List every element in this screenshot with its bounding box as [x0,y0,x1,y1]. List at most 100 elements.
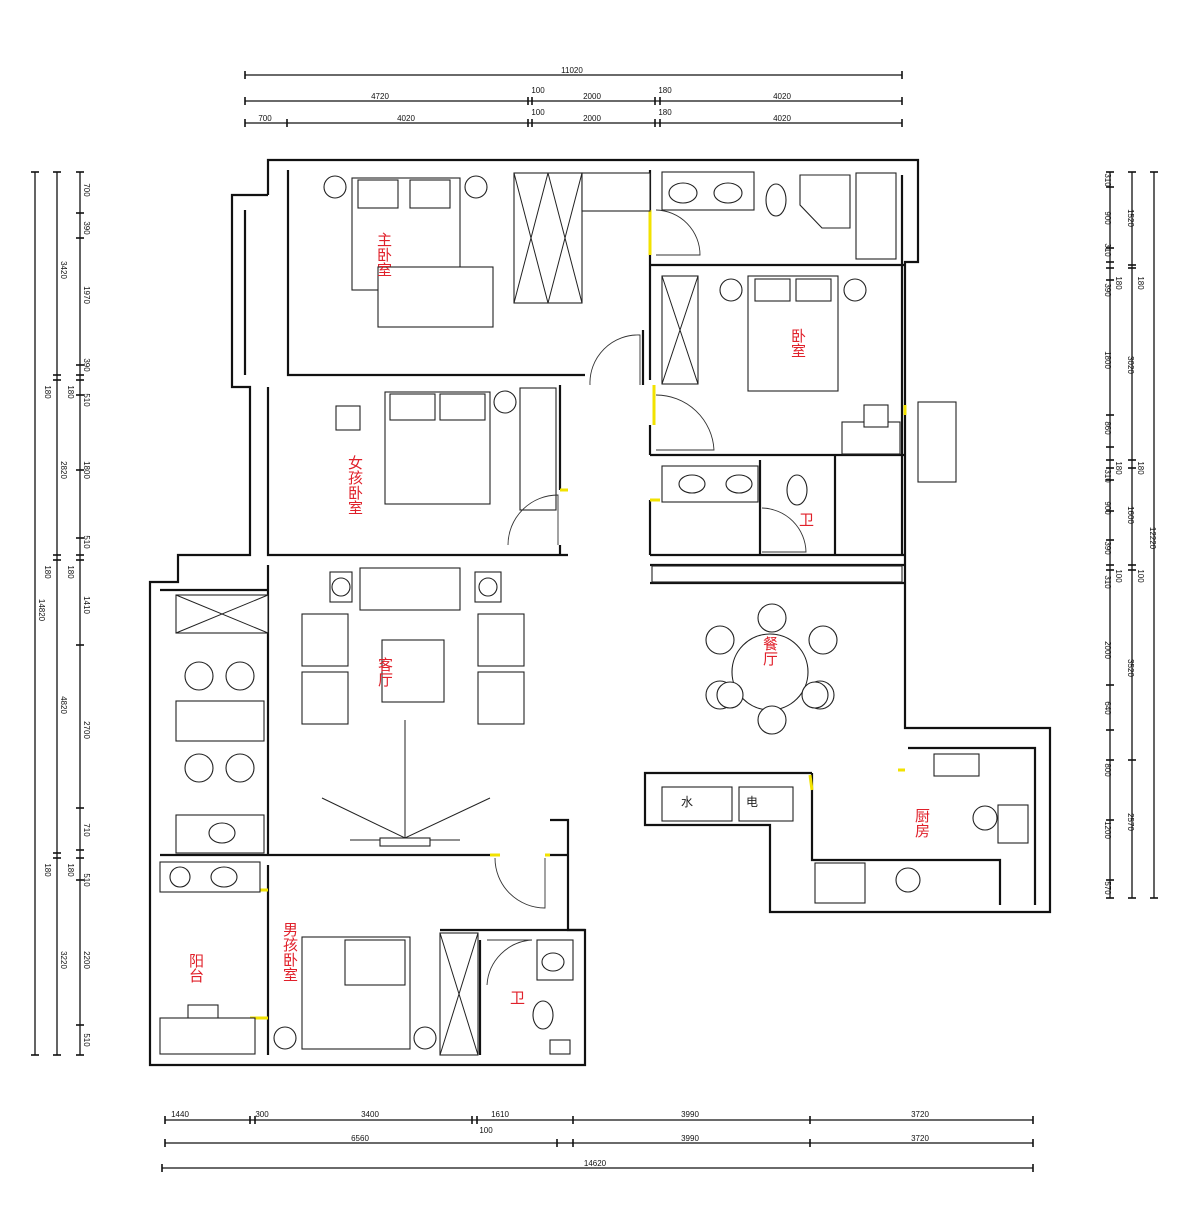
nightstand-lamp [273,1026,297,1050]
shower [799,174,851,229]
room-label-kitchen: 厨房 [913,808,931,838]
nightstand-lamp [323,175,347,199]
door-swing [761,507,807,553]
dimension-label-right: 100 [1114,569,1123,583]
wardrobe-cross [513,172,583,304]
pillow [357,179,399,209]
stool [184,661,214,691]
dimension-label-top: 2000 [583,114,601,123]
toilet [532,1000,554,1030]
dimension-label-left: 3220 [59,951,68,969]
lamp [331,577,351,597]
room-label-bathroom-2: 卫 [508,990,526,1005]
dimension-label-bottom: 6560 [351,1134,369,1143]
dimension-label-bottom: 1610 [491,1110,509,1119]
wardrobe [513,172,583,304]
dimension-label-left: 700 [82,183,91,197]
room-label-boy-bedroom: 男孩卧室 [281,922,299,982]
dimension-label-right: 390 [1103,541,1112,555]
lamp [478,577,498,597]
dimension-label-right: 640 [1103,701,1112,715]
dimension-label-right: 2000 [1103,641,1112,659]
dimension-label-top: 700 [258,114,272,123]
cabinet [581,172,651,212]
dimension-label-bottom: 3400 [361,1110,379,1119]
dimension-label-top: 100 [531,108,545,117]
chair [863,404,889,428]
armchair [301,613,349,667]
pillow [439,393,486,421]
desk [159,1017,256,1055]
nightstand-lamp [413,1026,437,1050]
nightstand-lamp [843,278,867,302]
dimension-label-right: 1520 [1126,209,1135,227]
dimension-label-left: 14820 [37,599,46,622]
dimension-label-bottom: 3720 [911,1110,929,1119]
pillow [754,278,791,302]
dimension-lines [31,71,1158,1172]
dimension-label-right: 180 [1136,461,1145,475]
dimension-label-left: 2200 [82,951,91,969]
dimension-label-left: 510 [82,1033,91,1047]
dimension-label-right: 100 [1136,569,1145,583]
dimension-label-left: 510 [82,393,91,407]
sink [210,866,238,888]
electric-cabinet [738,786,794,822]
dimension-label-right: 12220 [1148,527,1157,550]
dimension-label-left: 390 [82,221,91,235]
room-label-balcony: 阳台 [187,953,205,983]
dimension-label-top: 2000 [583,92,601,101]
dimension-label-top: 4020 [397,114,415,123]
pillow [344,939,406,986]
wardrobe-cross [661,275,699,385]
dimension-label-right: 310 [1103,469,1112,483]
wall [908,746,1037,905]
dimension-label-bottom: 300 [255,1110,269,1119]
pillow [409,179,451,209]
dimension-label-bottom: 1440 [171,1110,189,1119]
dimension-label-right: 900 [1103,211,1112,225]
sink [997,804,1029,844]
shelf [651,565,903,583]
sink [208,822,236,844]
dimension-label-left: 180 [43,565,52,579]
pillow [389,393,436,421]
dimension-label-left: 180 [66,385,75,399]
dimension-label-right: 1200 [1103,821,1112,839]
sink [725,474,753,494]
room-label-bathroom-1: 卫 [797,512,815,527]
coffee-table [381,639,445,703]
wall [266,387,568,557]
dimension-label-top: 180 [658,86,672,95]
dimension-label-right: 180 [1136,276,1145,290]
pillow [795,278,832,302]
room-label-girl-bedroom: 女孩卧室 [346,454,364,515]
furniture [159,171,1029,1056]
appliance [895,867,921,893]
appliance [972,805,998,831]
dimension-label-right: 2570 [1126,813,1135,831]
nightstand-lamp [493,390,517,414]
stool [225,753,255,783]
dimension-label-left: 180 [43,385,52,399]
dining-chair [757,705,787,735]
table [175,700,265,742]
label-water-cabinet: 水 [681,795,693,809]
dimension-label-right: 310 [1103,575,1112,589]
dimension-label-right: 1800 [1103,351,1112,369]
dimension-label-bottom: 14620 [584,1159,607,1168]
dimension-label-bottom: 3990 [681,1134,699,1143]
walls [148,158,1052,1067]
rug [377,266,494,328]
nightstand-lamp [719,278,743,302]
wall [810,773,1002,905]
door-swing [655,209,701,256]
room-label-dining-room: 餐厅 [761,636,779,666]
door-swing [589,334,641,386]
dimension-label-right: 3020 [1126,356,1135,374]
wardrobe [519,387,557,511]
dimension-label-right: 180 [1114,461,1123,475]
stool [184,753,214,783]
sink [678,474,706,494]
dimension-label-left: 4820 [59,696,68,714]
